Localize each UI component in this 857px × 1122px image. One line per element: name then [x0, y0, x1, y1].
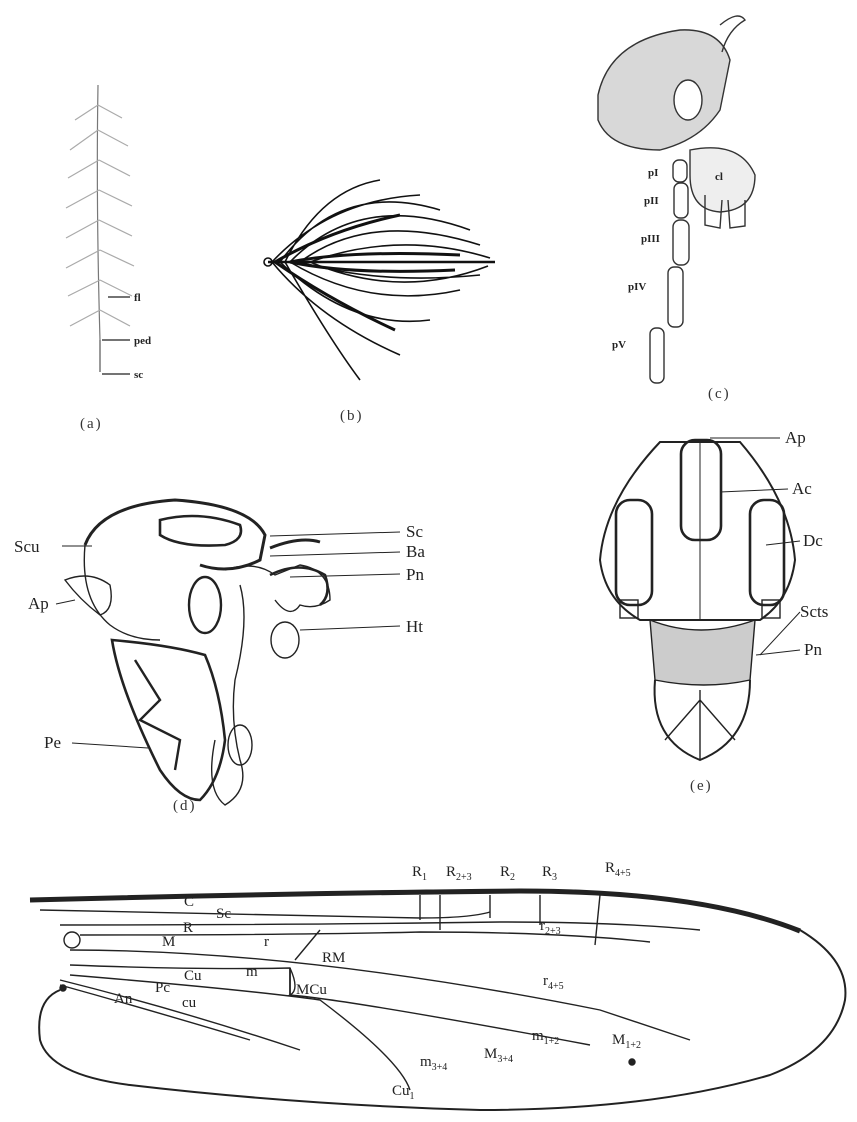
wing-label-C: C — [184, 894, 194, 910]
label-Pe: Pe — [44, 733, 61, 752]
wing-label-r: r — [264, 934, 269, 950]
panel-c-head-palps — [598, 16, 755, 383]
wing-label-R3: R3 — [542, 864, 557, 883]
wing-label-R2+3: R2+3 — [446, 864, 472, 883]
label-Sc: Sc — [406, 522, 423, 541]
label-Ac: Ac — [792, 479, 812, 498]
wing-label-RM: RM — [322, 950, 345, 966]
panel-d-thorax-lateral — [56, 500, 400, 805]
label-pI: pI — [648, 167, 658, 179]
wing-label-Sc: Sc — [216, 906, 231, 922]
wing-label-Pc: Pc — [155, 980, 170, 996]
wing-label-M: M — [162, 934, 175, 950]
caption-a: (a) — [80, 416, 103, 432]
panel-e-thorax-dorsal — [600, 438, 800, 760]
label-pIV: pIV — [628, 281, 646, 293]
label-Pn-d: Pn — [406, 565, 424, 584]
wing-label-R2: R2 — [500, 864, 515, 883]
wing-venation — [30, 890, 845, 1110]
label-Ap-d: Ap — [28, 594, 49, 613]
wing-label-m1+2: m1+2 — [532, 1028, 559, 1047]
wing-label-Cu1: Cu1 — [392, 1083, 415, 1102]
label-fl: fl — [134, 292, 141, 304]
caption-b: (b) — [340, 408, 364, 424]
label-Ba: Ba — [406, 542, 425, 561]
label-Pn-e: Pn — [804, 640, 822, 659]
label-Dc: Dc — [803, 531, 823, 550]
label-cl: cl — [715, 171, 723, 183]
label-ped: ped — [134, 335, 151, 347]
panel-a-antenna — [66, 85, 134, 374]
wing-label-R: R — [183, 920, 193, 936]
panel-b-plumose-antenna — [264, 180, 495, 380]
label-Ap-e: Ap — [785, 428, 806, 447]
wing-label-M1+2: M1+2 — [612, 1032, 641, 1051]
wing-label-R1: R1 — [412, 864, 427, 883]
wing-label-m: m — [246, 964, 258, 980]
wing-label-Cu: Cu — [184, 968, 202, 984]
label-pV: pV — [612, 339, 626, 351]
caption-e: (e) — [690, 778, 713, 794]
caption-c: (c) — [708, 386, 731, 402]
wing-label-cu: cu — [182, 995, 197, 1011]
label-Scu: Scu — [14, 537, 40, 556]
label-pII: pII — [644, 195, 659, 207]
wing-label-R4+5: R4+5 — [605, 860, 631, 879]
label-Scts: Scts — [800, 602, 828, 621]
caption-d: (d) — [173, 798, 197, 814]
label-sc: sc — [134, 369, 143, 381]
wing-label-M3+4: M3+4 — [484, 1046, 513, 1065]
wing-label-m3+4: m3+4 — [420, 1054, 447, 1073]
label-pIII: pIII — [641, 233, 660, 245]
wing-label-r4+5: r4+5 — [543, 973, 564, 992]
label-Ht: Ht — [406, 617, 423, 636]
wing-label-MCu: MCu — [296, 982, 327, 998]
wing-label-An: An — [114, 991, 133, 1007]
